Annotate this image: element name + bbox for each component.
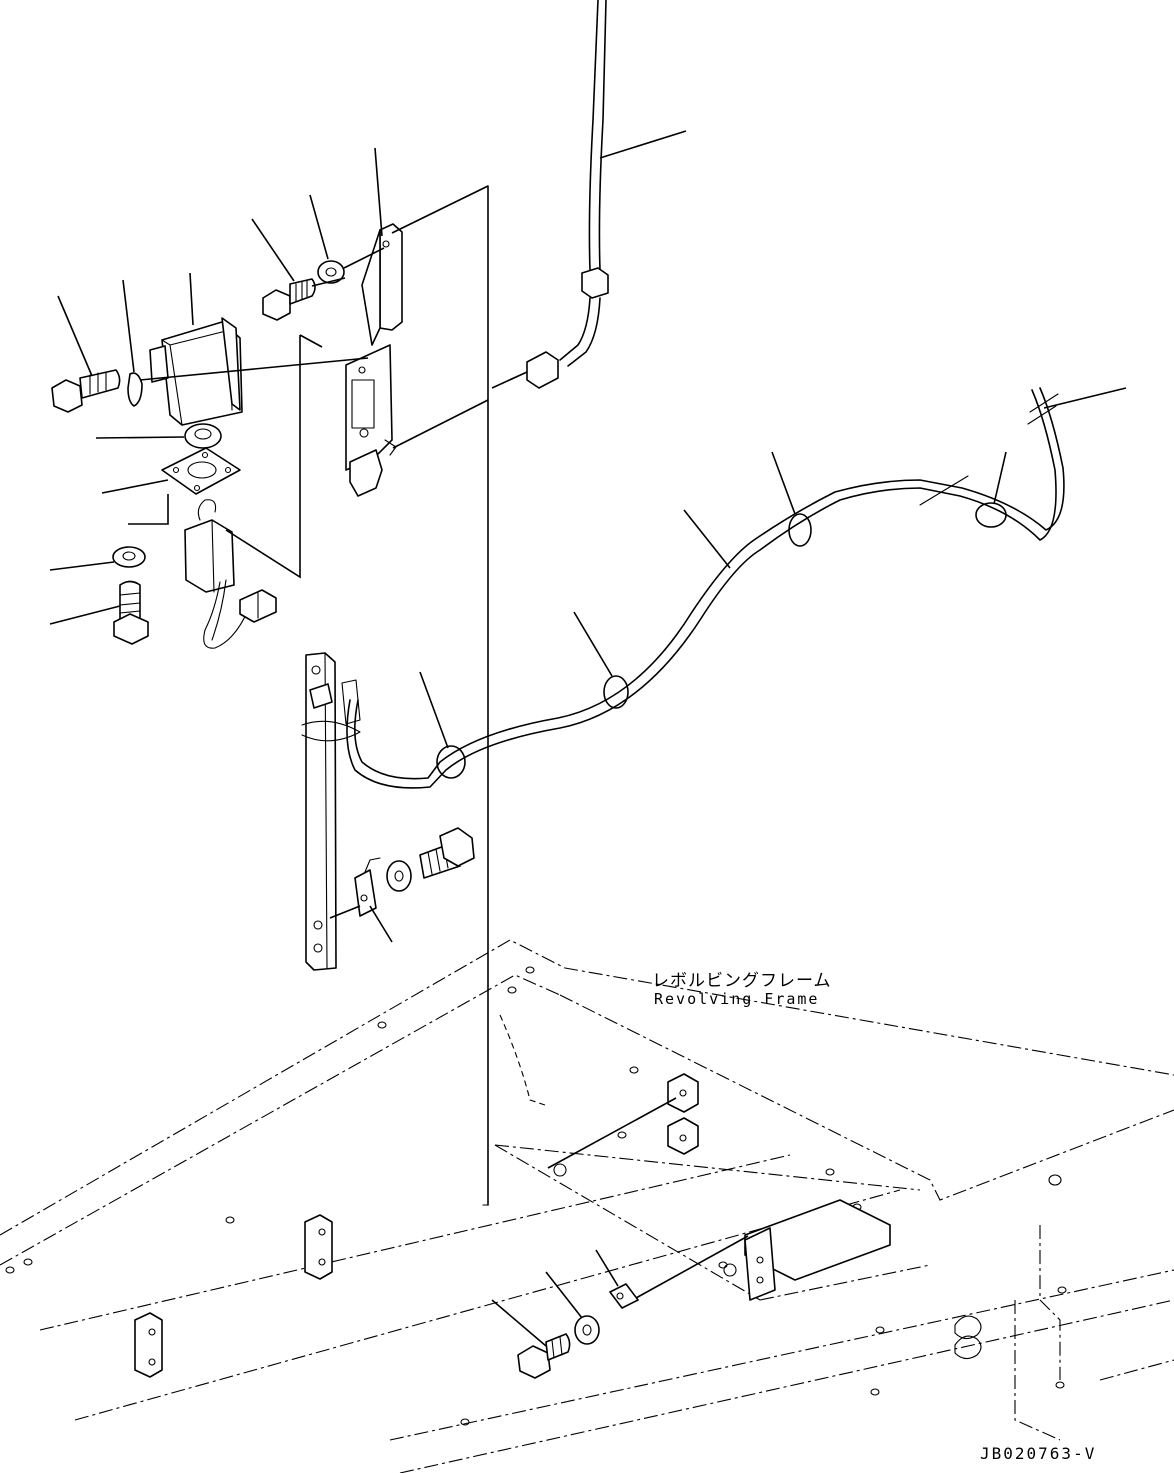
revolving-frame-label-en: Revolving Frame bbox=[654, 990, 820, 1008]
bracket bbox=[345, 147, 489, 497]
upper-bolt-washer bbox=[251, 194, 385, 321]
mounting-plate bbox=[391, 185, 489, 1206]
middle-clip-washer-bolt bbox=[329, 827, 475, 943]
upper-harness bbox=[491, 0, 687, 389]
lower-left-bolt-washer bbox=[49, 546, 149, 645]
support-bar bbox=[301, 652, 361, 971]
solenoid-unit bbox=[139, 272, 369, 426]
drawing-code: JB020763-V bbox=[980, 1444, 1097, 1463]
revolving-frame-label-jp: レボルビングフレーム bbox=[652, 971, 832, 991]
cable-harness bbox=[346, 387, 1127, 789]
left-bolt-lockwasher bbox=[51, 279, 143, 413]
spacer-plate bbox=[95, 423, 241, 525]
sensor-assembly bbox=[184, 335, 301, 649]
revolving-frame bbox=[0, 939, 1174, 1473]
bottom-bolt-washer-clip bbox=[491, 1097, 749, 1379]
